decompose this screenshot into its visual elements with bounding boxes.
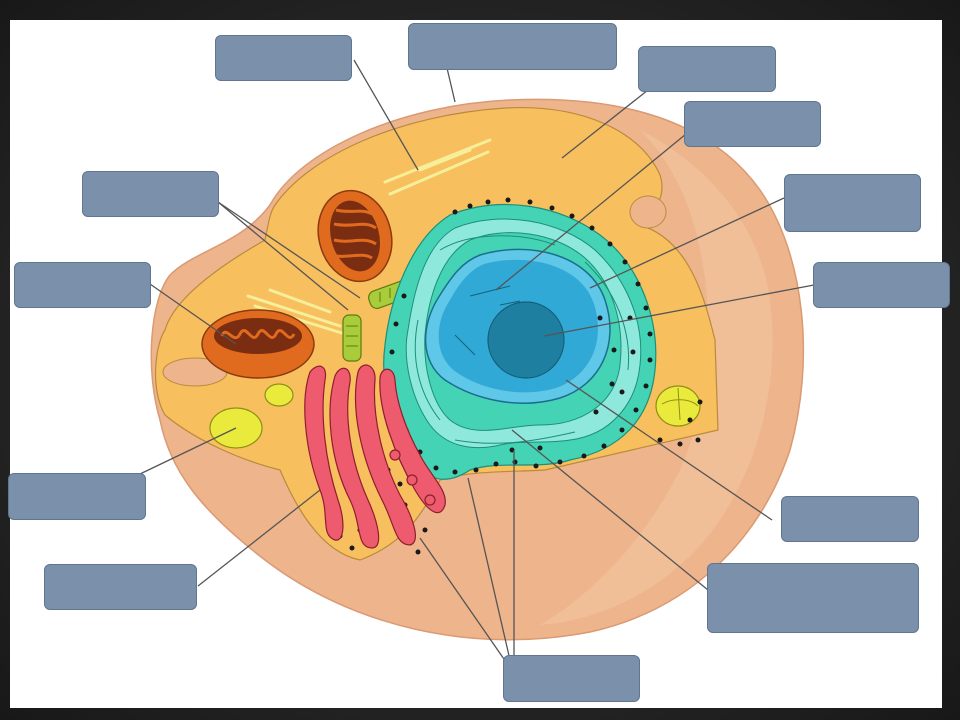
label-box-ribosomes[interactable] [503,655,640,702]
label-box-nuclear-envelope[interactable] [784,174,921,232]
label-box-centrioles[interactable] [82,171,219,217]
er-folds [414,235,630,444]
mitochondrion-left [201,309,315,379]
label-box-cytoplasm[interactable] [638,46,776,92]
label-box-mitochondrion[interactable] [14,262,151,308]
cytoskeleton-top [383,138,492,196]
nucleus [424,248,611,404]
label-box-nucleus[interactable] [781,496,919,542]
nucleolus [487,301,565,379]
label-box-cytoskeleton[interactable] [215,35,352,81]
leader-lines [139,59,815,663]
mitochondrion-top [317,189,393,283]
label-box-cell-membrane[interactable] [408,23,617,70]
vesicles [209,383,701,449]
golgi-apparatus [304,364,446,549]
label-box-nuclear-pore[interactable] [684,101,821,147]
label-box-rough-er[interactable] [707,563,919,633]
membrane-inner-shade [540,130,773,625]
label-box-nucleolus[interactable] [813,262,950,308]
label-box-lysosome[interactable] [8,473,146,520]
membrane-pore-right [629,195,667,229]
label-box-golgi[interactable] [44,564,197,610]
